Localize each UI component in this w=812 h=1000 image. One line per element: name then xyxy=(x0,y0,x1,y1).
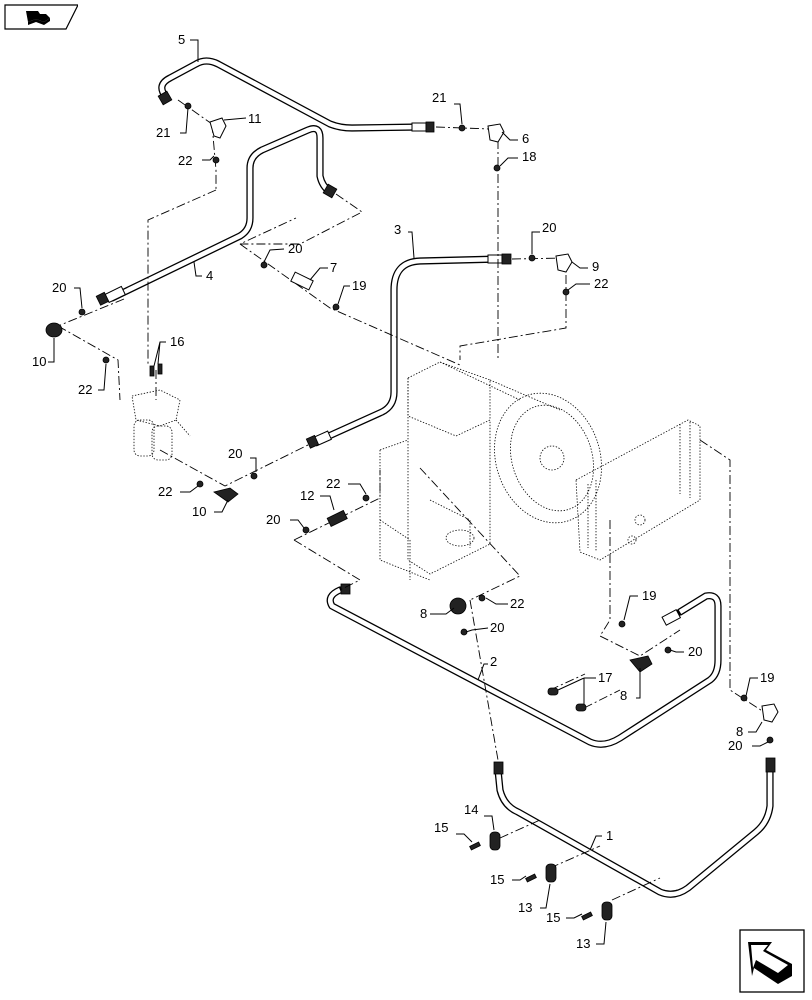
elbow-fitting-6 xyxy=(487,123,505,143)
hose-2[interactable] xyxy=(326,583,722,748)
callout-12[interactable]: 12 xyxy=(300,488,314,503)
callout-22[interactable]: 22 xyxy=(510,596,524,611)
elbow-fitting-9 xyxy=(555,253,573,273)
callout-22[interactable]: 22 xyxy=(178,153,192,168)
callout-11[interactable]: 11 xyxy=(248,111,262,126)
callout-4[interactable]: 4 xyxy=(206,268,213,283)
callout-13[interactable]: 13 xyxy=(576,936,590,951)
elbow-fitting-10-top xyxy=(45,322,63,338)
clamp-13b xyxy=(601,901,613,921)
callout-19[interactable]: 19 xyxy=(642,588,656,603)
callout-21[interactable]: 21 xyxy=(156,125,170,140)
callout-8[interactable]: 8 xyxy=(620,688,627,703)
callout-17[interactable]: 17 xyxy=(598,670,612,685)
clamp-14 xyxy=(489,831,501,851)
callout-3[interactable]: 3 xyxy=(394,222,401,237)
hose-5[interactable] xyxy=(157,57,435,133)
bolt-15c xyxy=(581,911,593,921)
callout-20[interactable]: 20 xyxy=(728,738,742,753)
callout-15[interactable]: 15 xyxy=(434,820,448,835)
callout-20[interactable]: 20 xyxy=(228,446,242,461)
callout-22[interactable]: 22 xyxy=(158,484,172,499)
previous-page-button[interactable] xyxy=(2,2,79,30)
callout-21[interactable]: 21 xyxy=(432,90,446,105)
callout-7[interactable]: 7 xyxy=(330,260,337,275)
callout-20[interactable]: 20 xyxy=(542,220,556,235)
callout-19[interactable]: 19 xyxy=(352,278,366,293)
bolt-15a xyxy=(469,841,481,851)
adapter-12 xyxy=(326,509,348,527)
callout-14[interactable]: 14 xyxy=(464,802,478,817)
callout-22[interactable]: 22 xyxy=(326,476,340,491)
callout-22[interactable]: 22 xyxy=(78,382,92,397)
callout-1[interactable]: 1 xyxy=(606,828,613,843)
elbow-fitting-11 xyxy=(209,117,227,139)
callout-labels: 5 21 11 22 21 6 18 20 7 19 4 20 10 22 16… xyxy=(32,32,774,951)
previous-page-arrow-icon xyxy=(4,4,79,30)
plug-17b xyxy=(575,703,587,712)
leader-lines xyxy=(48,39,769,945)
next-page-arrow-icon xyxy=(739,929,805,993)
fittings xyxy=(45,102,779,921)
elbow-fitting-8b xyxy=(629,655,653,673)
callout-8[interactable]: 8 xyxy=(736,724,743,739)
callout-2[interactable]: 2 xyxy=(490,654,497,669)
o-rings xyxy=(78,102,774,744)
transmission-housing xyxy=(379,361,602,581)
clamp-13a xyxy=(545,863,557,883)
callout-13[interactable]: 13 xyxy=(518,900,532,915)
callout-20[interactable]: 20 xyxy=(52,280,66,295)
elbow-fitting-8a xyxy=(449,597,467,615)
callout-20[interactable]: 20 xyxy=(288,241,302,256)
plug-17a xyxy=(547,687,559,696)
callout-8[interactable]: 8 xyxy=(420,606,427,621)
hose-4[interactable] xyxy=(95,125,338,306)
callout-20[interactable]: 20 xyxy=(688,644,702,659)
callout-20[interactable]: 20 xyxy=(490,620,504,635)
elbow-fitting-8c xyxy=(761,703,779,723)
next-page-button[interactable] xyxy=(738,928,806,994)
oil-cooler xyxy=(575,419,701,561)
elbow-fitting-10-bottom xyxy=(213,487,239,503)
callout-5[interactable]: 5 xyxy=(178,32,185,47)
center-lines xyxy=(57,99,771,901)
filter-assembly xyxy=(131,389,191,461)
callout-15[interactable]: 15 xyxy=(490,872,504,887)
callout-20[interactable]: 20 xyxy=(266,512,280,527)
callout-18[interactable]: 18 xyxy=(522,149,536,164)
callout-9[interactable]: 9 xyxy=(592,259,599,274)
bolt-15b xyxy=(525,873,537,883)
callout-19[interactable]: 19 xyxy=(760,670,774,685)
callout-16[interactable]: 16 xyxy=(170,334,184,349)
hose-1[interactable] xyxy=(493,757,776,898)
callout-22[interactable]: 22 xyxy=(594,276,608,291)
hose-3[interactable] xyxy=(305,253,512,449)
callout-10[interactable]: 10 xyxy=(32,354,46,369)
callout-10[interactable]: 10 xyxy=(192,504,206,519)
bolt-16b xyxy=(157,363,163,375)
callout-15[interactable]: 15 xyxy=(546,910,560,925)
adapter-7 xyxy=(290,271,314,291)
bolt-16a xyxy=(149,365,155,377)
callout-6[interactable]: 6 xyxy=(522,131,529,146)
